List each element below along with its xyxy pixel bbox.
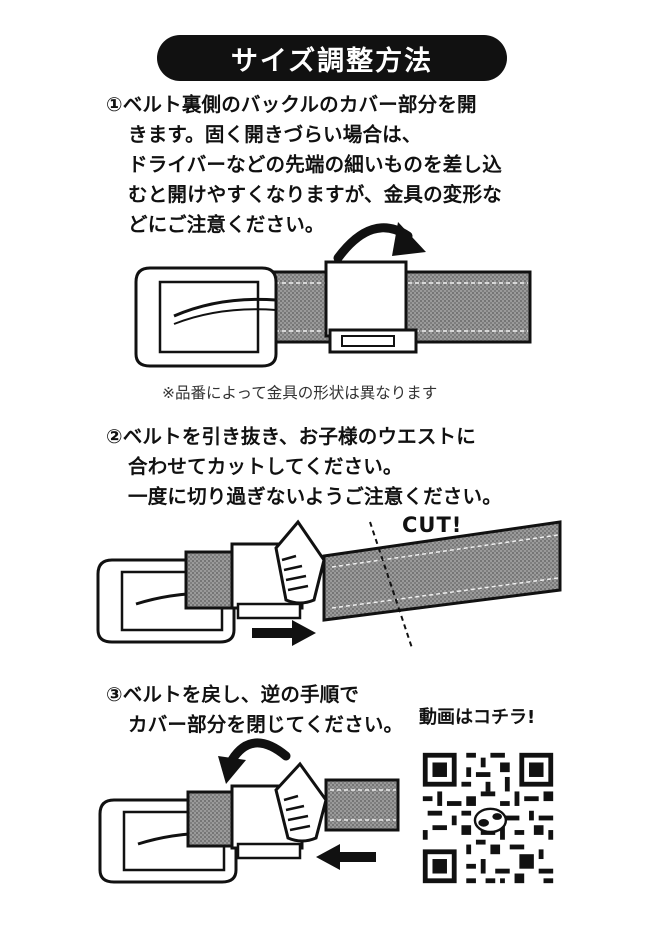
qr-code-icon[interactable] — [418, 748, 558, 888]
video-label: 動画はコチラ! — [419, 707, 536, 728]
teeth-marks — [283, 794, 311, 832]
step1-line-4: むと開けやすくなりますが、金具の変形な — [128, 183, 502, 206]
step3-illustration — [98, 738, 400, 884]
step2-line-2: 合わせてカットしてください。 — [128, 455, 403, 478]
buckle-clip — [236, 842, 302, 860]
buckle-frame — [134, 266, 278, 368]
step1-line-1: ①ベルト裏側のバックルのカバー部分を開 — [106, 90, 502, 120]
buckle-cover — [324, 260, 418, 354]
belt-strap-short — [324, 778, 400, 832]
step3-line-1: ③ベルトを戻し、逆の手順で — [106, 680, 403, 710]
close-arrow-icon — [218, 738, 291, 784]
step1-illustration — [134, 222, 532, 368]
step2-text: ②ベルトを引き抜き、お子様のウエストに 合わせてカットしてください。 一度に切り… — [106, 422, 502, 512]
buckle-teeth — [274, 761, 328, 843]
step2-line-3: 一度に切り過ぎないようご注意ください。 — [128, 485, 502, 508]
cut-label: CUT! — [402, 513, 463, 537]
step2-illustration — [96, 519, 562, 649]
open-arrow-icon — [333, 222, 426, 263]
step2-line-1: ②ベルトを引き抜き、お子様のウエストに — [106, 422, 502, 452]
step1-line-2: きます。固く開きづらい場合は、 — [128, 123, 422, 146]
page-title-text: サイズ調整方法 — [230, 45, 434, 77]
push-arrow-icon — [316, 844, 376, 870]
page-title: サイズ調整方法 — [157, 35, 507, 81]
step2-number: ② — [106, 425, 123, 448]
step3-number: ③ — [106, 683, 123, 706]
step1-line-3: ドライバーなどの先端の細いものを差し込 — [128, 153, 502, 176]
step1-note: ※品番によって金具の形状は異なります — [162, 384, 438, 402]
step3-text: ③ベルトを戻し、逆の手順で カバー部分を閉じてください。 — [106, 680, 403, 740]
step1-text: ①ベルト裏側のバックルのカバー部分を開 きます。固く開きづらい場合は、 ドライバ… — [106, 90, 502, 240]
belt-strap-long — [322, 520, 562, 622]
buckle-clip — [236, 602, 302, 620]
teeth-marks — [281, 554, 309, 592]
step3-line-2: カバー部分を閉じてください。 — [128, 713, 404, 736]
buckle-teeth — [274, 519, 326, 605]
step1-number: ① — [106, 93, 123, 116]
step1-line-5: どにご注意ください。 — [128, 213, 325, 236]
cut-line — [369, 521, 413, 649]
pull-arrow-icon — [252, 620, 316, 646]
